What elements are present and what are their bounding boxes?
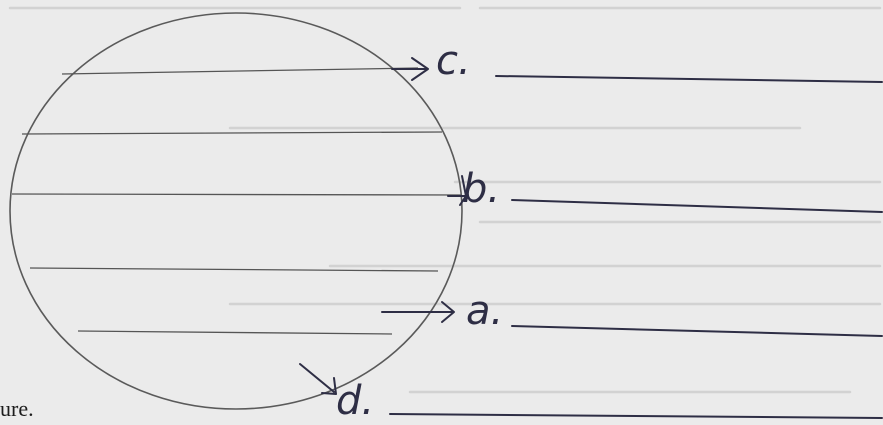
arrow-c (391, 57, 429, 81)
blank-b (511, 199, 883, 213)
latitude-lines (11, 67, 463, 335)
latitude-line-5 (77, 330, 393, 335)
latitude-line-2 (21, 131, 443, 135)
cut-off-sentence-ending: ure. (0, 396, 34, 421)
arrow-b (447, 175, 467, 206)
blank-c (495, 75, 883, 83)
latitude-line-3 (11, 193, 463, 196)
answer-blanks (389, 75, 883, 419)
arrow-d (299, 363, 337, 395)
globe-circle (9, 12, 463, 410)
label-d: d. (336, 378, 374, 424)
pointer-arrows (299, 57, 467, 395)
handwritten-labels: c. b. a. d. (336, 38, 503, 424)
arrow-a (381, 301, 455, 323)
label-c: c. (436, 38, 471, 84)
latitude-line-1 (61, 67, 419, 75)
blank-a (511, 325, 883, 337)
latitude-line-4 (29, 267, 439, 272)
blank-d (389, 413, 883, 419)
label-a: a. (466, 288, 503, 334)
label-b: b. (462, 166, 500, 212)
